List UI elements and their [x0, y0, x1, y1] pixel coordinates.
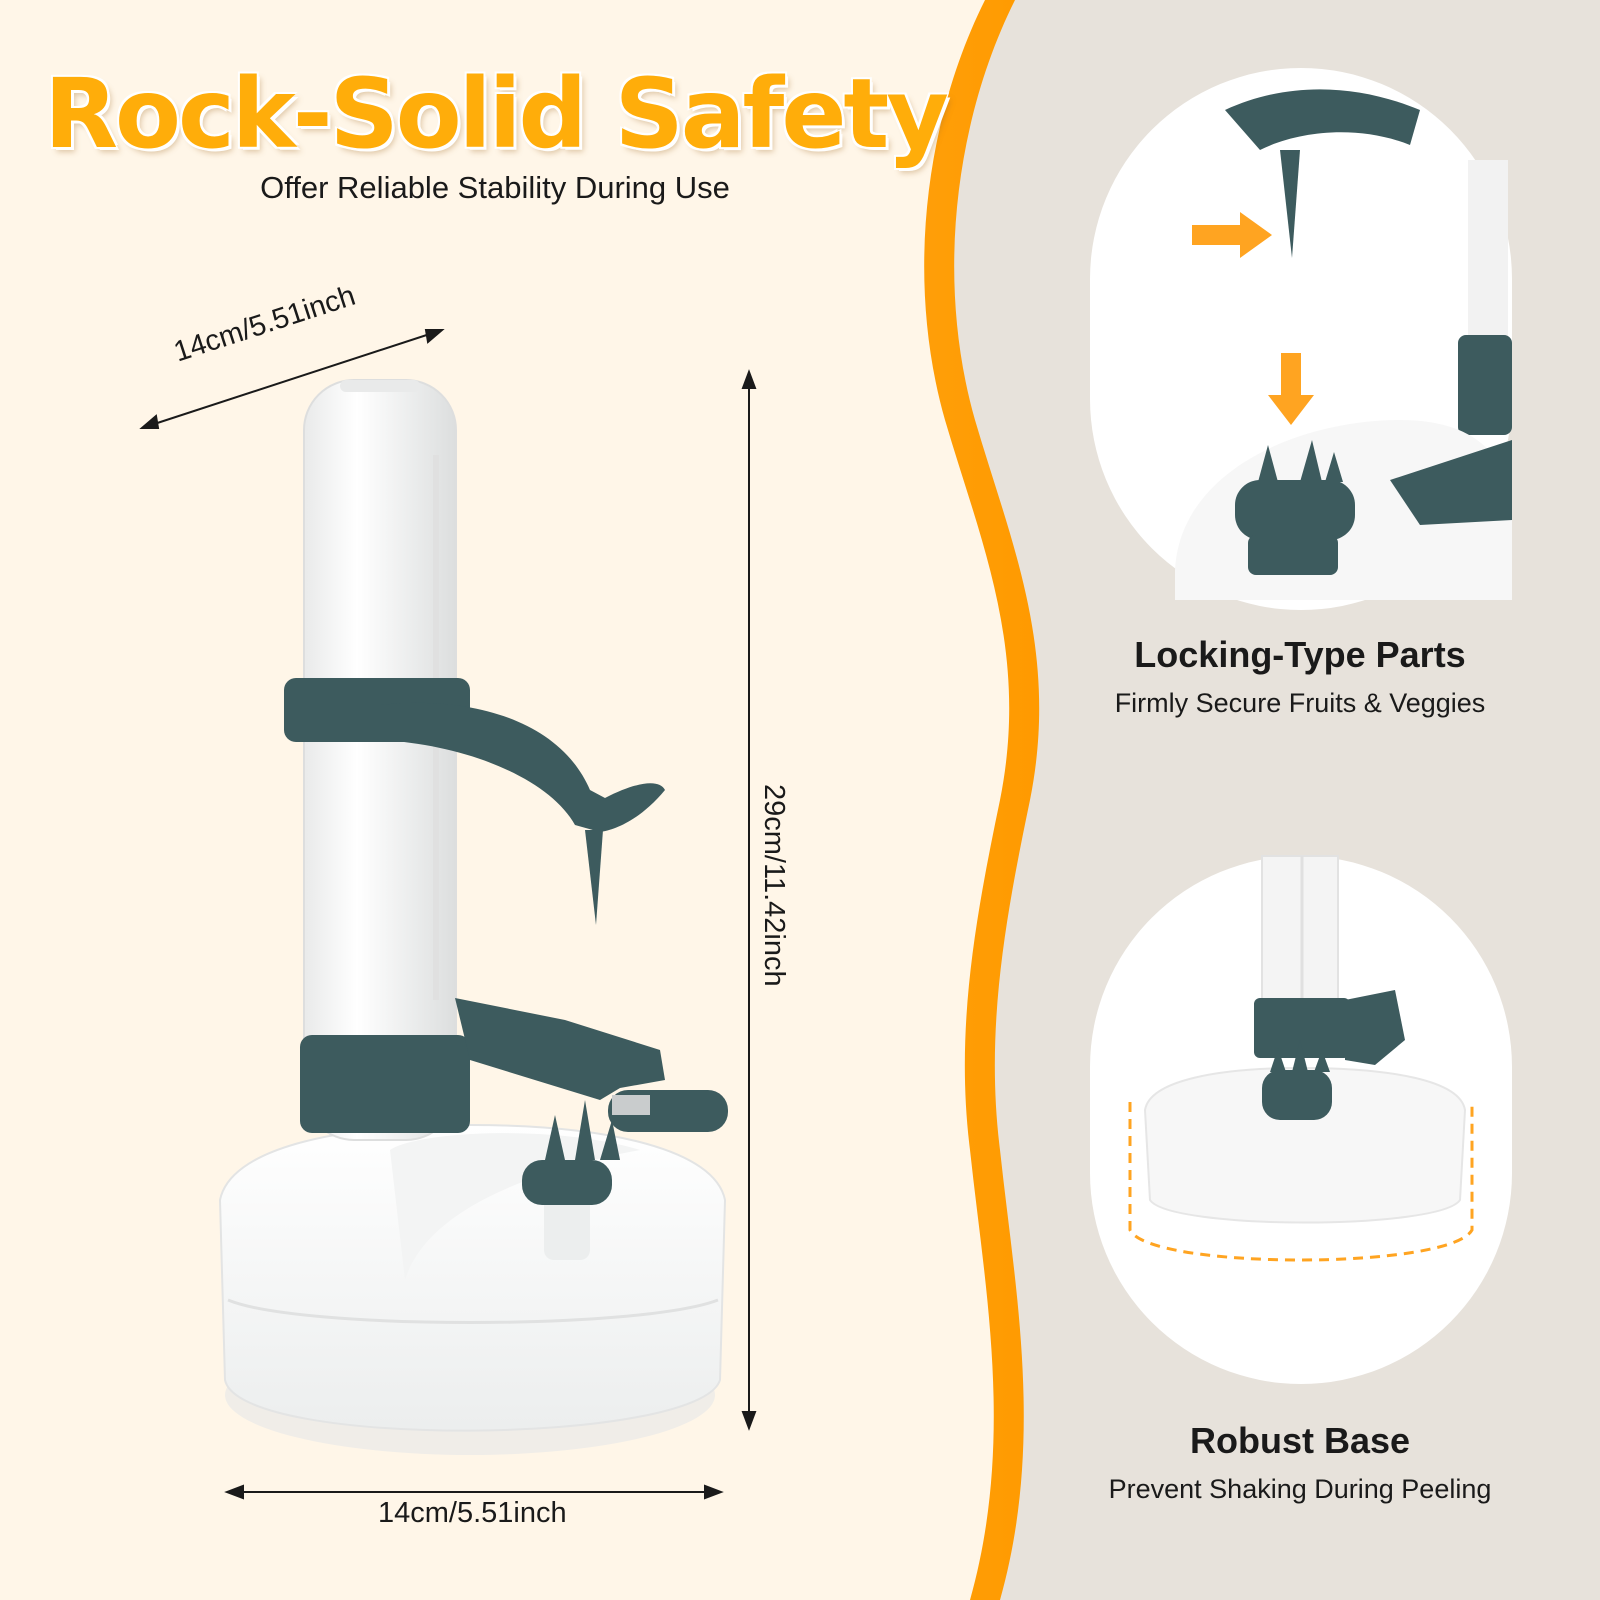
- fork-spike: [585, 830, 603, 925]
- bottom-knob-spikes: [1270, 1040, 1330, 1072]
- top-fork-arm: [1225, 89, 1420, 150]
- feature-locking-subtitle: Firmly Secure Fruits & Veggies: [1114, 688, 1486, 718]
- height-dimension-label: 29cm/11.42inch: [758, 784, 790, 987]
- knob-stem: [544, 1190, 590, 1260]
- knob-body: [522, 1160, 612, 1205]
- top-knob-spikes: [1258, 440, 1343, 482]
- feature-base-title: Robust Base: [1189, 1420, 1411, 1461]
- arrow-right-icon: [1192, 212, 1272, 258]
- width-dimension-label: 14cm/5.51inch: [378, 1497, 567, 1529]
- column-cap: [340, 380, 420, 392]
- lower-collar: [300, 1035, 470, 1133]
- top-collar: [1458, 335, 1512, 435]
- top-fork-spike: [1280, 150, 1300, 258]
- feature-locking-title: Locking-Type Parts: [1134, 634, 1466, 675]
- top-knob-stem: [1248, 535, 1338, 575]
- headline-title: Rock-Solid Safety: [44, 58, 949, 170]
- knob-spikes: [545, 1100, 620, 1160]
- base-seam: [227, 1298, 719, 1324]
- bottom-column: [1261, 855, 1339, 1007]
- blade-arm: [455, 998, 665, 1100]
- bottom-collar: [1254, 998, 1350, 1058]
- locking-parts-illustration: [1175, 89, 1512, 600]
- base-top-curve: [390, 1133, 640, 1280]
- arrow-down-icon: [1268, 353, 1314, 425]
- bottom-base: [1143, 1066, 1467, 1224]
- headline-subtitle: Offer Reliable Stability During Use: [260, 170, 730, 205]
- bottom-blade-arm: [1345, 990, 1405, 1065]
- top-knob-body: [1235, 480, 1355, 540]
- upper-arm: [380, 702, 665, 832]
- blade-metal: [612, 1095, 650, 1115]
- base-outline-dashes: [1128, 1102, 1474, 1262]
- bottom-knob-body: [1262, 1070, 1332, 1120]
- top-blade-arm: [1390, 440, 1512, 525]
- robust-base-illustration: [1128, 855, 1474, 1262]
- feature-base-subtitle: Prevent Shaking During Peeling: [1108, 1474, 1492, 1504]
- dimension-arrows: [139, 329, 757, 1500]
